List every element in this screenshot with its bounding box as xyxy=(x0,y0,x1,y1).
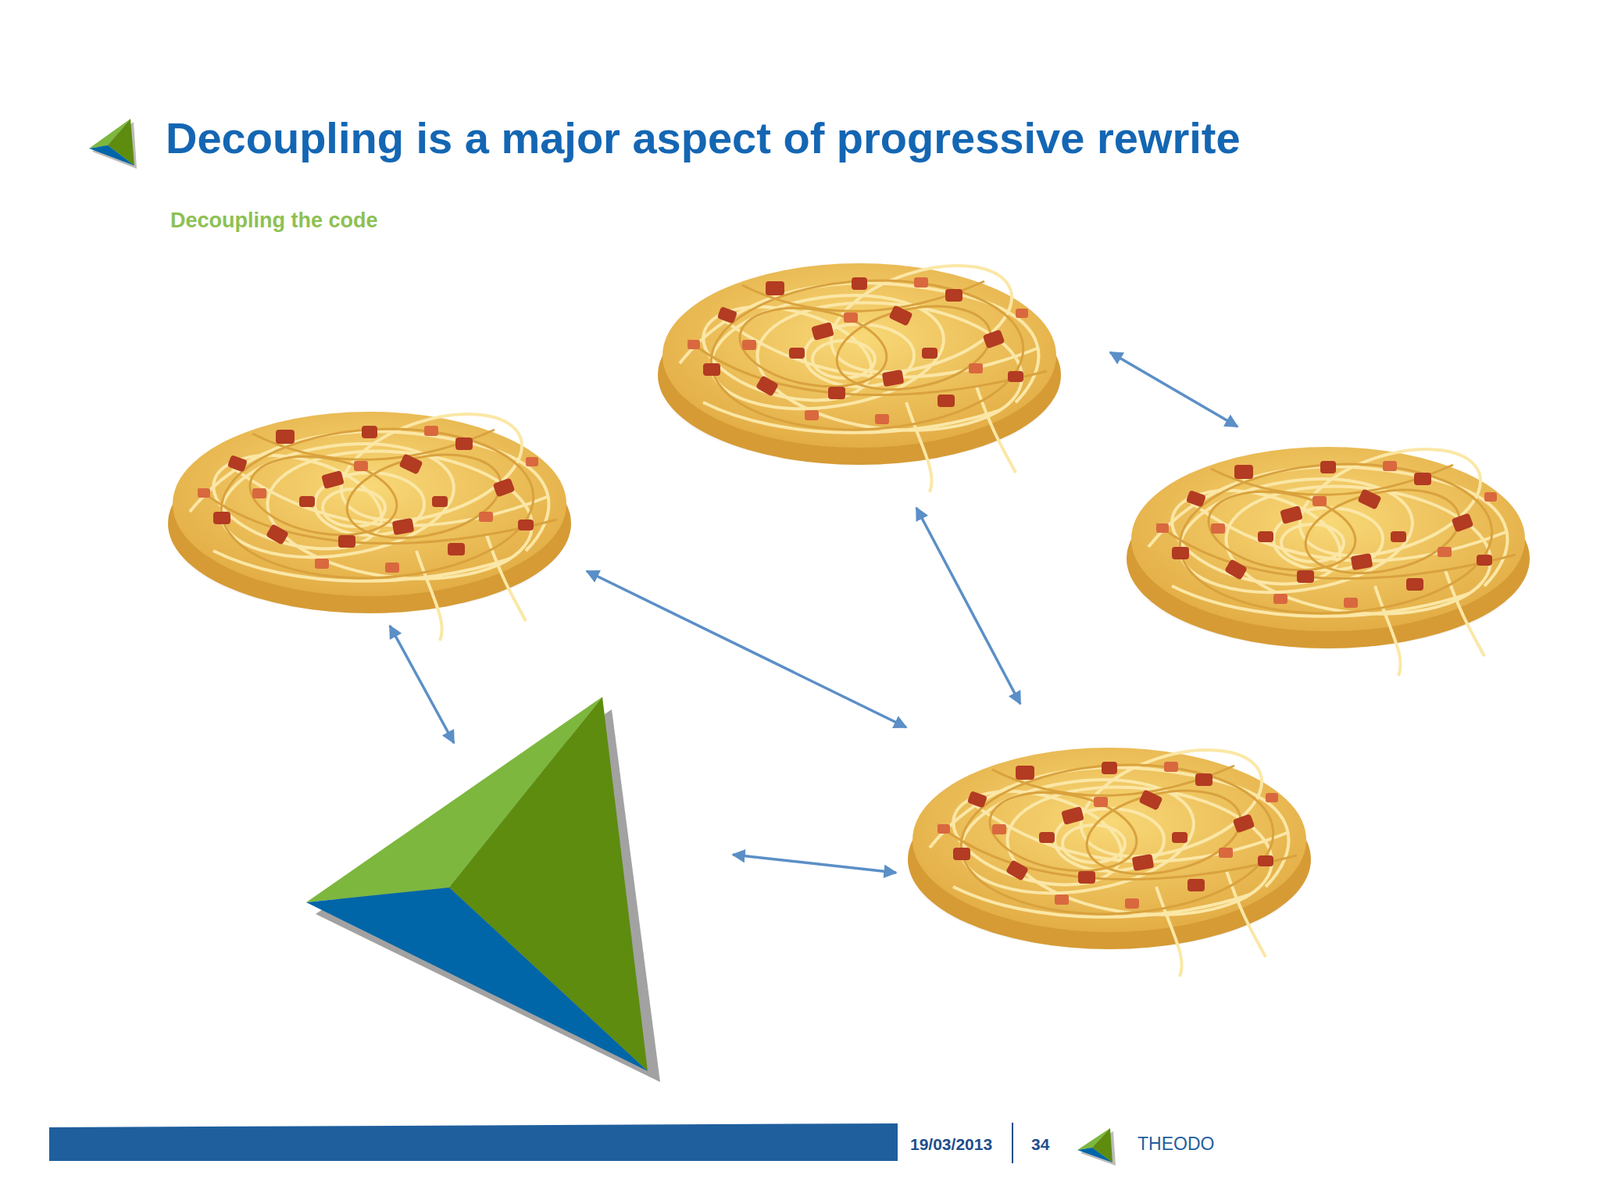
logo-triangle xyxy=(306,696,661,1083)
title-logo xyxy=(89,118,137,169)
spaghetti-plate xyxy=(167,393,572,641)
spaghetti-plate xyxy=(657,245,1061,493)
footer-logo xyxy=(1077,1128,1116,1166)
spaghetti-plate xyxy=(1126,428,1530,676)
slide-title: Decoupling is a major aspect of progress… xyxy=(165,114,1241,163)
footer-divider xyxy=(1011,1122,1014,1164)
subtitle: Decoupling the code xyxy=(170,209,379,233)
footer-bar xyxy=(49,1123,898,1161)
company-name: THEODO xyxy=(1137,1134,1215,1154)
page-number: 34 xyxy=(1031,1135,1050,1154)
spaghetti-plate xyxy=(907,729,1311,977)
coupling-arrows xyxy=(389,352,1238,873)
footer-date: 19/03/2013 xyxy=(910,1135,993,1154)
